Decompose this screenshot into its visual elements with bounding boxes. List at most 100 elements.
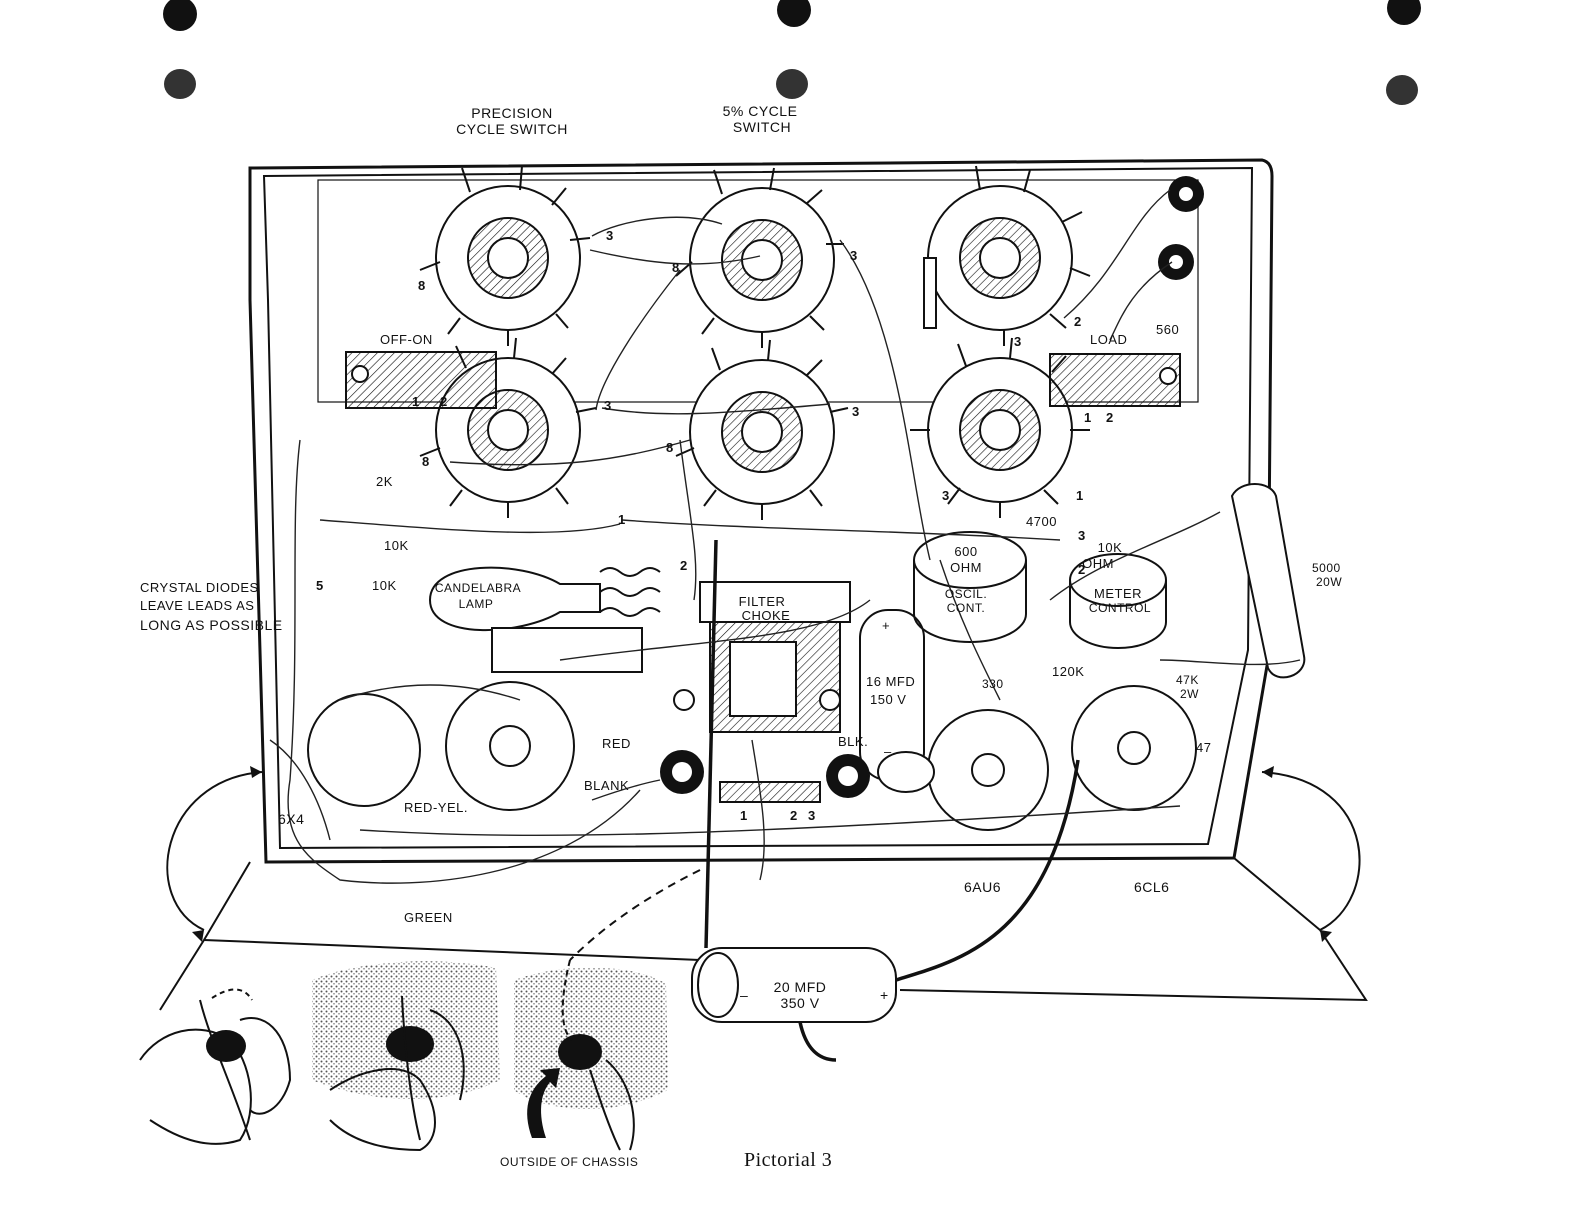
lug-number: 8 (672, 260, 680, 275)
lamp-label-line1: CANDELABRA (435, 581, 521, 595)
lug-number: 2 (1078, 562, 1086, 577)
grommets (660, 750, 935, 803)
cap-16mfd-label-line1: 16 MFD (866, 674, 915, 689)
lug-number: 3 (604, 398, 612, 413)
socket-6cl6 (1071, 685, 1197, 811)
resistor-4700-label: 4700 (1026, 514, 1057, 529)
output-jacks (1158, 176, 1204, 280)
lug-number: 2 (440, 394, 448, 409)
wire-blank-label: BLANK (584, 778, 629, 793)
cap-20mfd-minus: – (740, 987, 748, 1003)
lug-number: 3 (1078, 528, 1086, 543)
lug-number: 1 (412, 394, 420, 409)
chassis (159, 158, 1368, 1011)
lug-number: 3 (1014, 334, 1022, 349)
pot-600-label-line4: CONT. (947, 601, 986, 615)
hand-step-1 (139, 988, 292, 1145)
capacitor-20mfd (691, 539, 1080, 1062)
resistor-5000-label-line2: 20W (1316, 575, 1342, 589)
lug-number: 1 (740, 808, 748, 823)
binder-holes (163, 0, 1421, 105)
cap-16mfd-plus: + (882, 618, 890, 633)
lug-number: 5 (316, 578, 324, 593)
meter-control-label-line1: METER (1094, 586, 1142, 601)
resistor-47-label: 47 (1196, 740, 1211, 755)
socket-octal (445, 681, 575, 811)
precision-switch-wafer-bottom (419, 337, 597, 518)
lamp-label-line2: LAMP (459, 597, 494, 611)
lug-number: 8 (418, 278, 426, 293)
resistor-10k-b-label: 10K (372, 578, 397, 593)
hand-step-2 (329, 995, 465, 1152)
filter-choke-label-line1: FILTER (739, 594, 786, 609)
cap-16mfd-label-line2: 150 V (870, 692, 906, 707)
tube-sockets (307, 681, 1197, 831)
five-percent-switch-label-line2: SWITCH (733, 119, 791, 135)
binder-hole (1386, 75, 1418, 105)
crystal-diodes-note-line1: CRYSTAL DIODES (140, 580, 259, 595)
meter-control-label-line2: CONTROL (1089, 601, 1151, 615)
lug-number: 1 (1076, 488, 1084, 503)
curved-arrow (527, 1068, 560, 1138)
wire-red-label: RED (602, 736, 631, 751)
wire-red-yel-label: RED-YEL. (404, 800, 468, 815)
pot-600-label-line2: OHM (950, 560, 982, 575)
precision-switch-label-line2: CYCLE SWITCH (456, 121, 568, 137)
cap-20mfd-plus: + (880, 987, 889, 1003)
crystal-diodes-note-line3: LONG AS POSSIBLE (140, 617, 283, 633)
filter-choke (673, 581, 851, 733)
resistor-5000-label-line1: 5000 (1312, 561, 1341, 575)
resistor-10k-a-label: 10K (384, 538, 409, 553)
load-label: LOAD (1090, 332, 1127, 347)
lug-number: 3 (852, 404, 860, 419)
lug-number: 8 (422, 454, 430, 469)
five-percent-switch-wafer-bottom (675, 339, 849, 520)
tube-6x4-label: 6X4 (278, 811, 304, 827)
lug-number: 2 (1106, 410, 1114, 425)
resistor-47k-label-line2: 2W (1180, 687, 1199, 701)
pot-600-label-line3: OSCIL. (945, 587, 987, 601)
hand-step-3 (527, 869, 701, 1151)
five-percent-switch-label-line1: 5% CYCLE (723, 103, 798, 119)
load-switch (1049, 353, 1181, 407)
off-on-label: OFF-ON (380, 332, 433, 347)
lug-number: 3 (808, 808, 816, 823)
cap-20mfd-label-line1: 20 MFD (774, 979, 827, 995)
five-percent-switch-wafer-top (675, 167, 844, 348)
terminal-strip (719, 781, 821, 803)
lug-number: 3 (850, 248, 858, 263)
binder-hole (1387, 0, 1421, 25)
lug-number: 1 (1084, 410, 1092, 425)
filter-choke-label-line2: CHOKE (742, 608, 791, 623)
resistor-5000-20w (1230, 483, 1306, 679)
outside-of-chassis-label: OUTSIDE OF CHASSIS (500, 1155, 638, 1169)
resistor-2k-label: 2K (376, 474, 393, 489)
potentiometers (913, 531, 1167, 649)
rotary-switches (419, 165, 1091, 520)
load-switch-wafer-bottom (910, 337, 1090, 518)
cap-16mfd-minus: – (884, 744, 892, 759)
pot-10k-label-line2: OHM (1082, 556, 1114, 571)
binder-hole (164, 69, 196, 99)
binder-hole (777, 0, 811, 27)
wire-green-label: GREEN (404, 910, 453, 925)
slide-switches (345, 351, 1181, 409)
resistor-330-label: 330 (982, 677, 1004, 691)
off-on-switch (345, 351, 497, 409)
figure-caption: Pictorial 3 (744, 1149, 832, 1171)
wire-blk-label: BLK. (838, 734, 868, 749)
lug-number: 2 (1074, 314, 1082, 329)
wiring (269, 189, 1301, 884)
lug-number: 1 (618, 512, 626, 527)
crystal-diodes-note-line2: LEAVE LEADS AS (140, 598, 254, 613)
pot-600-label-line1: 600 (954, 544, 977, 559)
lug-number: 3 (606, 228, 614, 243)
cap-20mfd-label-line2: 350 V (780, 995, 819, 1011)
candelabra-lamp (428, 566, 661, 673)
lug-number: 2 (680, 558, 688, 573)
socket-6au6 (927, 709, 1049, 831)
tube-6cl6-label: 6CL6 (1134, 879, 1169, 895)
pot-10k-label-line1: 10K (1098, 540, 1123, 555)
